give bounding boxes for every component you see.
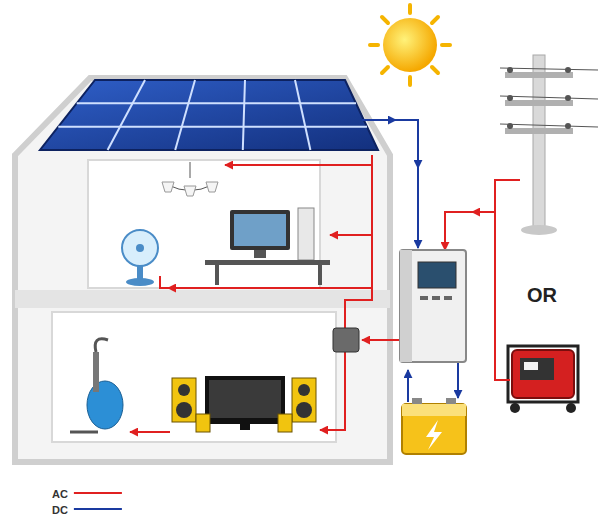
sun-icon xyxy=(370,5,450,85)
lower-room xyxy=(52,312,336,442)
ac-wire xyxy=(225,164,372,166)
house-outline xyxy=(15,78,390,462)
upper-room xyxy=(88,160,320,288)
dc-wire xyxy=(457,362,459,398)
home-theater xyxy=(172,376,316,432)
ac-wire xyxy=(320,352,345,430)
utility-pole xyxy=(500,55,598,235)
ac-wire xyxy=(160,276,372,288)
vacuum-cleaner xyxy=(70,339,123,432)
chandelier xyxy=(162,162,218,196)
desk-fan xyxy=(122,230,158,286)
solar-panel xyxy=(40,80,378,150)
generator-icon xyxy=(508,346,578,413)
floor-slab xyxy=(15,290,390,308)
dc-wire xyxy=(417,168,419,248)
legend-sample-line xyxy=(74,492,122,494)
legend-sample-line xyxy=(74,508,122,510)
ac-wire xyxy=(445,212,472,250)
dc-wire xyxy=(407,370,409,402)
legend-text: DC xyxy=(52,504,68,516)
choice-label: OR xyxy=(527,284,557,306)
ac-wire xyxy=(345,155,372,328)
ac-wire xyxy=(472,180,520,212)
legend-text: AC xyxy=(52,488,68,500)
ac-wire xyxy=(130,431,170,433)
inverter xyxy=(400,250,466,362)
ac-wire xyxy=(168,287,200,289)
breaker-box xyxy=(333,328,359,352)
ac-wire xyxy=(495,212,510,380)
dc-wire xyxy=(396,120,418,168)
battery xyxy=(402,398,466,454)
ac-wire xyxy=(362,339,400,341)
dc-wire xyxy=(362,119,396,121)
ac-wire xyxy=(330,234,372,236)
computer xyxy=(205,208,330,285)
